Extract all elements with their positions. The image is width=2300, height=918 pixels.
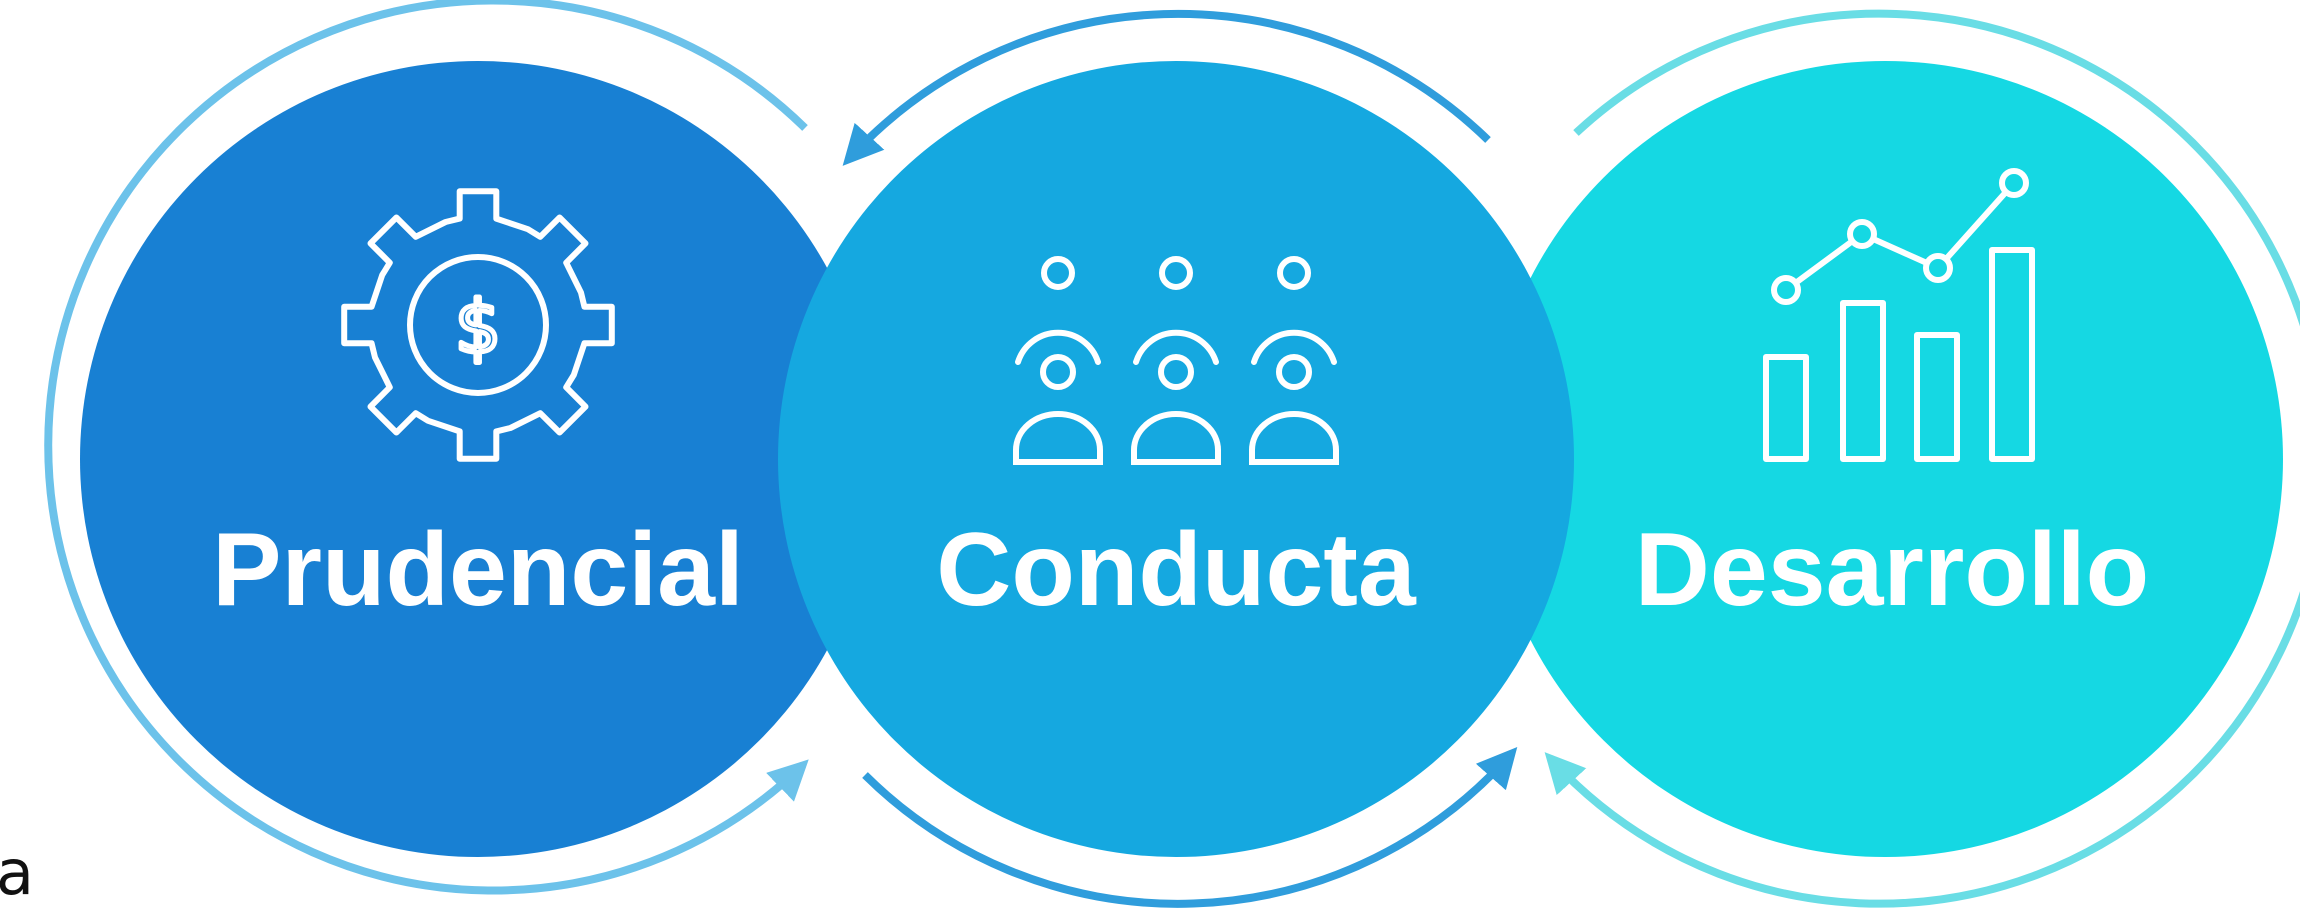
ring-prudencial bbox=[44, 0, 809, 895]
ring-conducta bbox=[842, 9, 1518, 908]
ring-desarrollo bbox=[1544, 9, 2300, 908]
label-desarrollo: Desarrollo bbox=[1635, 512, 2149, 628]
svg-text:$: $ bbox=[455, 285, 501, 369]
stray-letter: a bbox=[0, 836, 34, 909]
gear-dollar-icon: $ bbox=[341, 188, 615, 462]
people-group-icon bbox=[1013, 256, 1339, 465]
label-conducta: Conducta bbox=[936, 512, 1417, 628]
label-prudencial: Prudencial bbox=[212, 512, 744, 628]
bar-chart-growth-icon bbox=[1763, 168, 2035, 462]
